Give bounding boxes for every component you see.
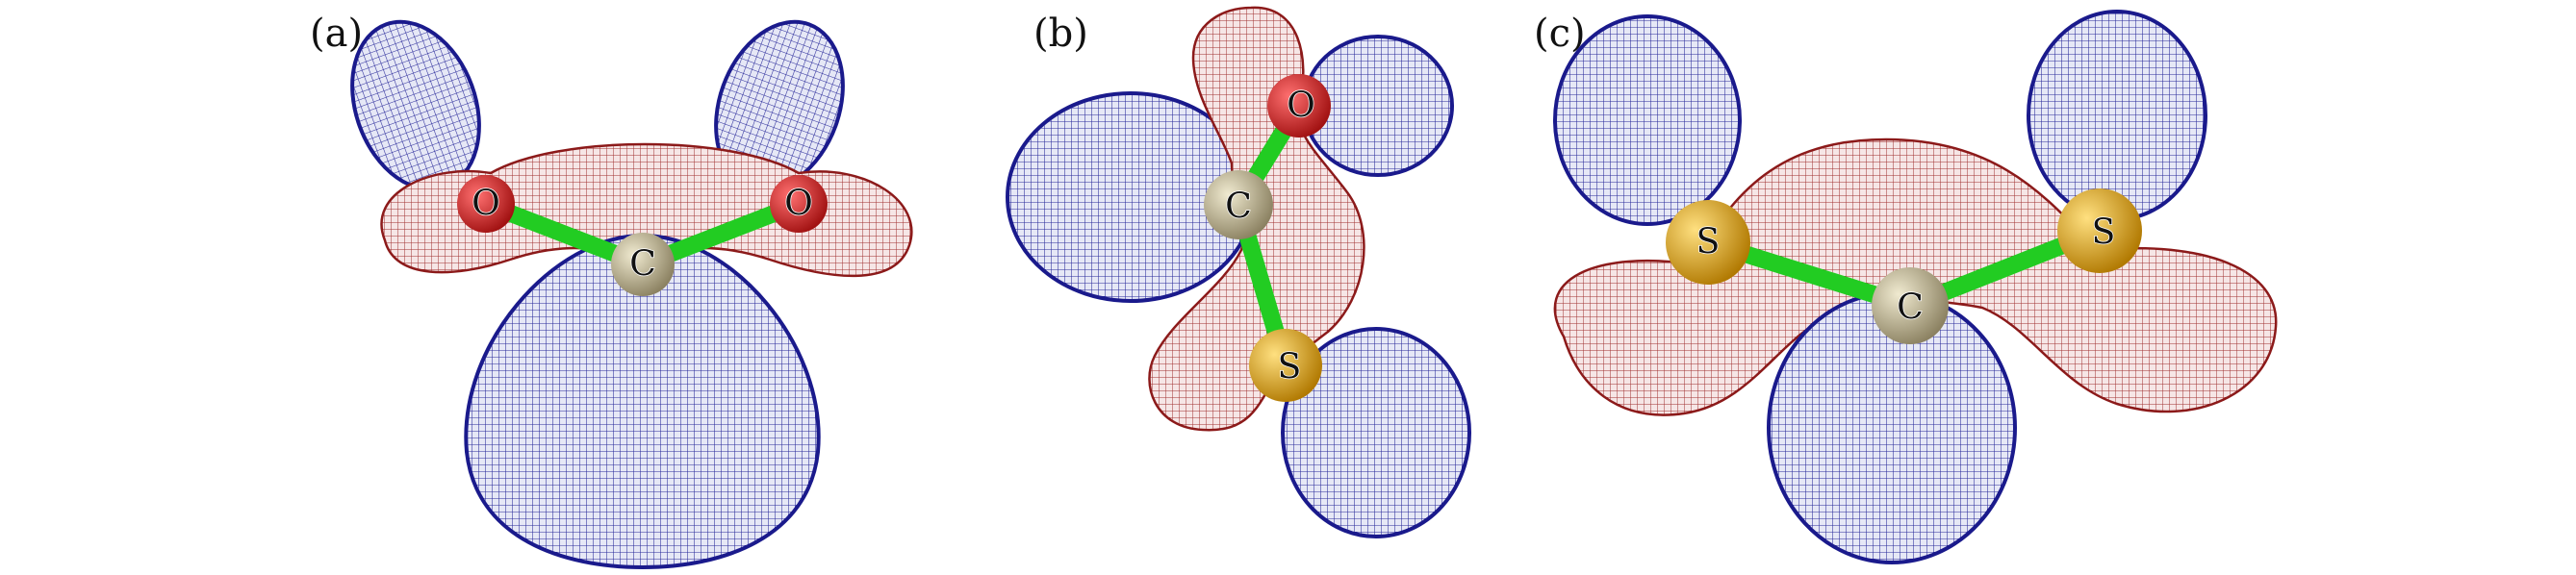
oxygen-atom [770, 175, 828, 233]
atom-label: C [1897, 288, 1924, 328]
atom-label: S [2092, 213, 2116, 253]
oxygen-atom [1267, 74, 1331, 138]
atom-label: C [1225, 188, 1252, 227]
orbital-lobe-positive [464, 233, 821, 570]
panel-b: (b) O C S [1006, 6, 1471, 538]
carbon-atom [1204, 170, 1273, 239]
orbital-lobe-positive [1281, 327, 1471, 538]
orbital-lobe-positive [2027, 10, 2207, 221]
atom-label: O [472, 185, 500, 224]
orbital-lobe-positive [1553, 14, 1742, 226]
orbital-lobe-negative [380, 142, 913, 278]
sulfur-atom [1666, 200, 1750, 285]
panel-a: (a) O O C [310, 12, 913, 570]
atom-label: C [629, 245, 656, 285]
carbon-atom [1872, 267, 1949, 344]
atom-label: S [1696, 223, 1721, 262]
panel-label: (b) [1033, 12, 1088, 56]
panel-label: (c) [1534, 12, 1586, 56]
sulfur-atom [2057, 188, 2142, 273]
panel-label: (a) [310, 12, 363, 56]
oxygen-atom [457, 175, 515, 233]
atom-label: S [1278, 348, 1302, 388]
panel-c: (c) S C S [1534, 10, 2278, 564]
atom-label: O [784, 185, 813, 224]
atom-label: O [1287, 87, 1315, 126]
sulfur-atom [1249, 329, 1322, 402]
carbon-atom [611, 233, 675, 296]
